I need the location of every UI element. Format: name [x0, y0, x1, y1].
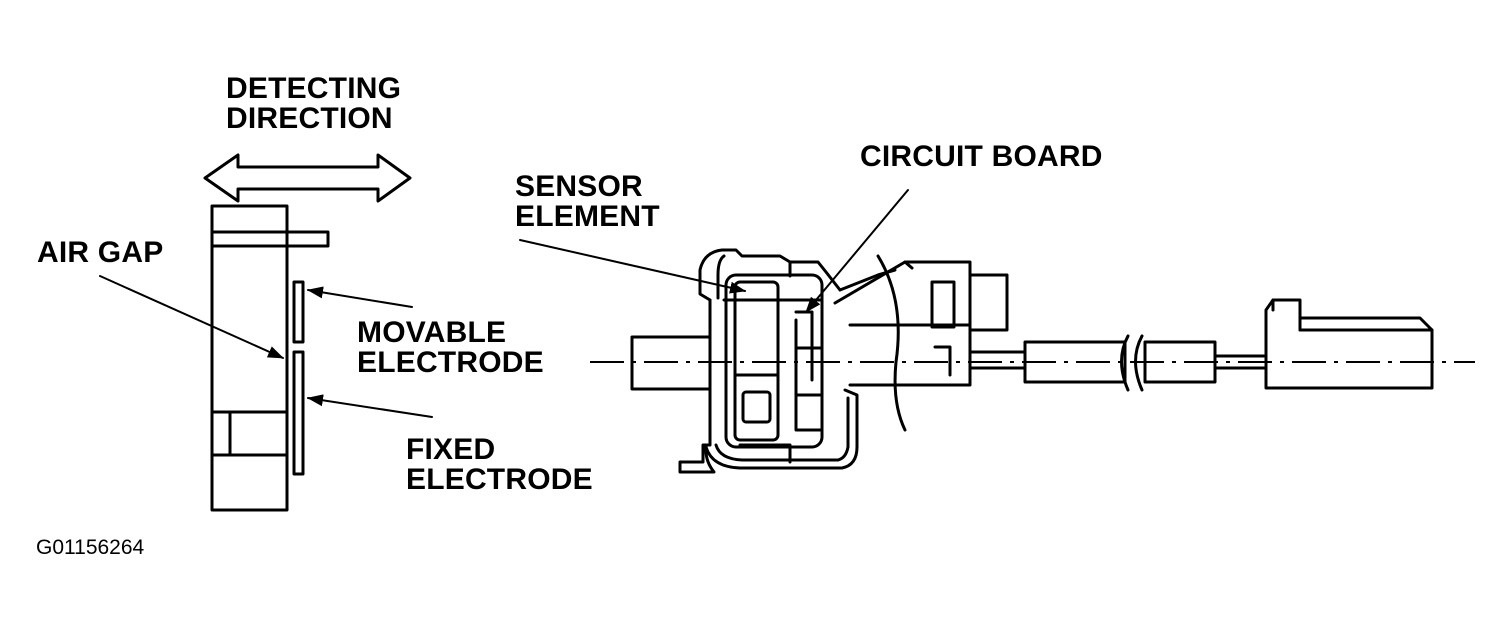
fixed-electrode-label: FIXED ELECTRODE — [406, 435, 593, 495]
detecting-direction-line-1: DETECTING — [226, 72, 402, 105]
sensor-element-line-2: ELEMENT — [515, 200, 660, 233]
movable-electrode — [292, 280, 305, 344]
wire-harness — [968, 334, 1268, 392]
end-connector — [1264, 298, 1434, 390]
movable-electrode-label: MOVABLE ELECTRODE — [357, 318, 544, 378]
sensor-element-label: SENSOR ELEMENT — [515, 172, 660, 232]
right-leader-lines — [519, 189, 909, 313]
detecting-direction-label: DETECTING DIRECTION — [226, 74, 401, 134]
sensor-housing — [678, 248, 859, 474]
detecting-direction-line-2: DIRECTION — [226, 102, 393, 135]
circuit-board-label: CIRCUIT BOARD — [860, 140, 1103, 173]
left-leader-lines — [99, 275, 433, 418]
sensor-block — [210, 204, 289, 512]
sensor-shaft — [630, 335, 712, 391]
movable-electrode-line-2: ELECTRODE — [357, 346, 544, 379]
air-gap-label: AIR GAP — [37, 236, 164, 269]
fixed-electrode — [292, 350, 305, 476]
fixed-electrode-line-1: FIXED — [406, 433, 496, 466]
fixed-electrode-line-2: ELECTRODE — [406, 463, 593, 496]
detecting-direction-arrow — [203, 153, 412, 203]
movable-electrode-line-1: MOVABLE — [357, 316, 507, 349]
connector-neck — [833, 254, 1009, 432]
figure-id: G01156264 — [36, 536, 145, 559]
sensor-element-line-1: SENSOR — [515, 170, 643, 203]
top-plate — [210, 230, 330, 248]
